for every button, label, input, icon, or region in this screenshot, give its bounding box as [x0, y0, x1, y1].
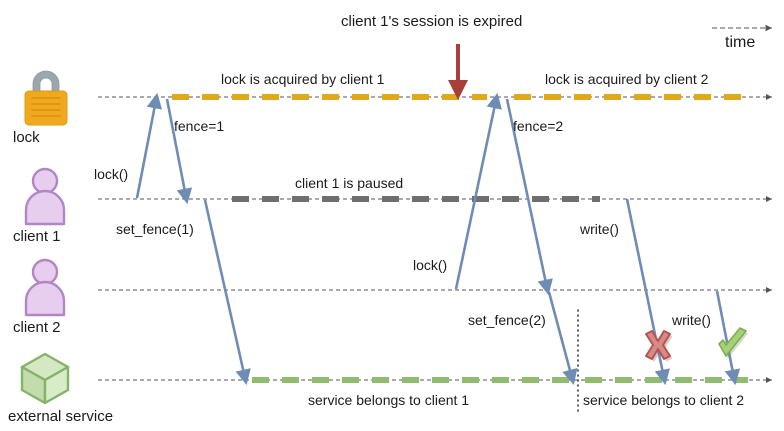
green-check-icon	[718, 327, 748, 359]
message-label-set-fence-2: set_fence(2)	[468, 312, 546, 328]
message-label-fence-1: fence=1	[174, 118, 225, 134]
lane-label-lock: lock	[13, 129, 40, 146]
lane-note-lock-client-2: lock is acquired by client 2	[545, 71, 709, 87]
padlock-icon	[24, 70, 68, 126]
time-axis-label: time	[725, 34, 756, 51]
lane-note-service-client-1: service belongs to client 1	[308, 392, 470, 408]
message-arrow-lock-1	[135, 92, 163, 199]
message-arrow-set-fence-2	[547, 291, 578, 386]
lane-label-external-service: external service	[8, 408, 114, 425]
message-arrow-set-fence-1	[203, 199, 251, 386]
person-icon-client-2	[24, 258, 66, 317]
lane-note-client-1-paused: client 1 is paused	[295, 175, 404, 191]
message-arrow-fence-2	[505, 98, 553, 296]
message-arrow-write-2	[715, 290, 741, 386]
person-icon-client-1	[24, 167, 66, 226]
red-x-icon	[645, 330, 673, 362]
lane-label-client-2: client 2	[13, 319, 61, 336]
message-label-lock-1: lock()	[94, 166, 129, 182]
lane-note-lock-client-1: lock is acquired by client 1	[221, 71, 385, 87]
message-arrow-fence-1	[165, 98, 193, 205]
message-label-write-1: write()	[580, 221, 619, 237]
message-label-write-2: write()	[672, 312, 711, 328]
lane-note-service-client-2: service belongs to client 2	[583, 392, 745, 408]
message-label-set-fence-1: set_fence(1)	[116, 221, 194, 237]
message-arrow-lock-2	[454, 92, 502, 290]
lane-label-client-1: client 1	[13, 228, 61, 245]
message-label-fence-2: fence=2	[513, 118, 564, 134]
cube-icon	[20, 352, 70, 405]
session-expired-callout: client 1's session is expired	[341, 13, 523, 30]
message-label-lock-2: lock()	[413, 257, 448, 273]
